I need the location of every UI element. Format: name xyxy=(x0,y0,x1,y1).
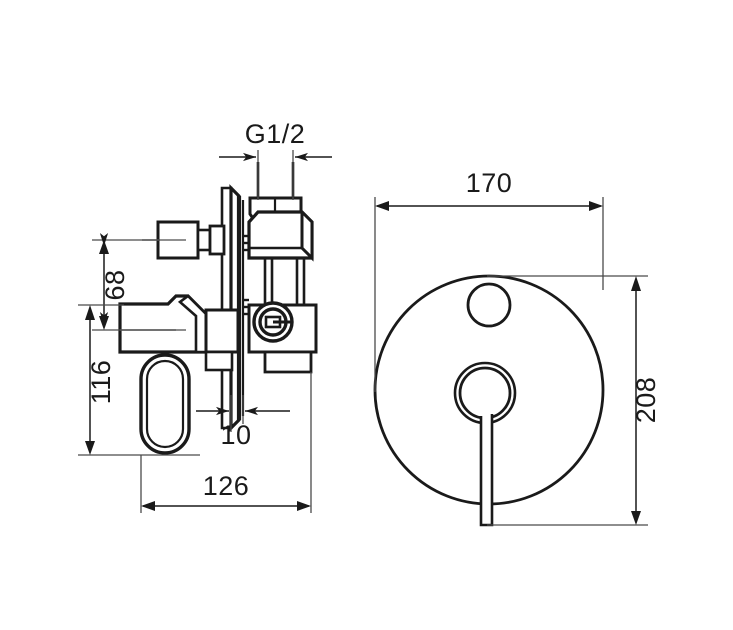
dimension-label-10: 10 xyxy=(220,420,251,450)
escutcheon-plate xyxy=(220,184,245,432)
dimension-width-126: 126 xyxy=(140,372,312,513)
lever-paddle xyxy=(139,353,191,455)
dimension-label-208: 208 xyxy=(631,377,661,424)
diverter-knob xyxy=(252,301,294,343)
dimension-label-g12: G1/2 xyxy=(245,119,306,149)
dimension-depth-10: 10 xyxy=(196,395,290,450)
dimension-height-208: 208 xyxy=(487,275,661,526)
dimension-thread-g12: G1/2 xyxy=(219,119,332,200)
dimension-label-126: 126 xyxy=(203,471,250,501)
lever-hub xyxy=(118,294,240,372)
dimension-label-170: 170 xyxy=(466,168,513,198)
dimension-label-116: 116 xyxy=(86,360,116,405)
dimension-label-68: 68 xyxy=(100,269,130,300)
side-section-view xyxy=(118,162,318,455)
diverter-button-circle xyxy=(466,282,512,328)
front-view xyxy=(373,274,605,527)
dimension-height-68: 68 xyxy=(92,233,186,331)
dimension-height-116: 116 xyxy=(78,304,200,456)
cartridge-body-upper xyxy=(247,208,314,262)
dimension-width-170: 170 xyxy=(374,168,604,392)
lever-ring xyxy=(453,361,517,425)
lever-stem xyxy=(479,414,494,527)
